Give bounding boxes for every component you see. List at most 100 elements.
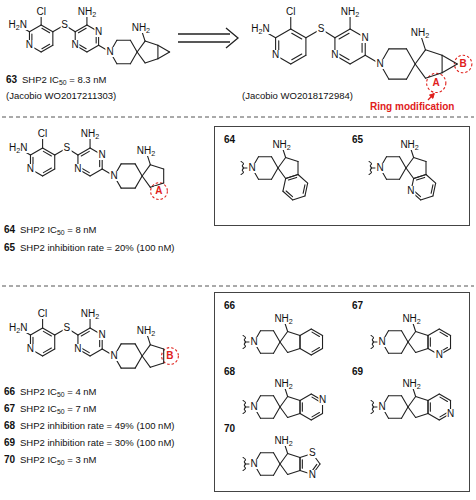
compound-number: 65 — [4, 243, 15, 253]
bond-line — [416, 414, 428, 418]
atom-label: N — [361, 33, 370, 43]
bond-line — [274, 453, 281, 464]
bond-line — [300, 394, 311, 401]
wavy-bond — [371, 401, 373, 414]
bond-line — [75, 25, 87, 32]
bond-line — [157, 45, 158, 59]
bond-line — [150, 363, 163, 367]
section-divider — [2, 286, 474, 287]
atom-label: S — [60, 20, 69, 30]
fragment-box: 64NNH265NNH2N — [214, 126, 470, 226]
bond-line — [163, 349, 164, 363]
wavy-bond — [243, 458, 245, 471]
bond-line — [278, 157, 286, 168]
bond-line — [406, 49, 415, 64]
bond-line — [261, 452, 274, 453]
atom-label: N — [406, 186, 415, 196]
bond-line — [117, 40, 130, 41]
bond-line — [135, 356, 142, 368]
bond-line — [87, 45, 99, 52]
bond-line — [416, 331, 428, 335]
bond-line — [400, 157, 407, 168]
bond-line — [440, 332, 447, 336]
bond-line — [421, 196, 433, 200]
activity-text: SHP2 IC50 = 8.3 nM — [22, 75, 106, 85]
compound-number: 66 — [4, 387, 15, 397]
atom-label: N — [25, 40, 34, 50]
bond-line — [428, 329, 439, 336]
bond-line — [137, 41, 145, 52]
bond-line — [389, 418, 402, 419]
section-divider — [2, 117, 474, 118]
atom-label: N — [26, 344, 35, 354]
atom-label: H2N — [8, 143, 28, 153]
bond-line — [300, 329, 311, 336]
annotation-arrow — [428, 94, 434, 100]
bond-line — [137, 52, 145, 63]
compound-number: 63 — [6, 75, 17, 85]
atom-label: N — [26, 164, 35, 174]
bond-line — [43, 348, 51, 353]
atom-label: NH2 — [340, 7, 360, 17]
fragment-box: 66NNH267NNH2N68NNH2N69NNH2N70NNH2SN — [214, 292, 470, 492]
atom-label: N — [94, 27, 103, 37]
bond-line — [402, 342, 409, 353]
bond-line — [442, 64, 457, 73]
bond-line — [43, 151, 51, 156]
activity-text: SHP2 IC50 = 8 nM — [20, 225, 97, 235]
bond-line — [426, 175, 436, 184]
bond-line — [312, 348, 319, 352]
atom-label: N — [249, 459, 258, 469]
atom-label: H2N — [250, 24, 270, 34]
bond-line — [427, 401, 428, 414]
atom-label: S — [63, 323, 72, 333]
ring-letter: B — [165, 351, 174, 361]
bond-line — [311, 414, 322, 421]
bond-line — [402, 407, 409, 418]
compound-number: 67 — [4, 404, 15, 414]
bond-line — [43, 349, 55, 356]
bond-line — [142, 345, 150, 356]
bond-line — [311, 349, 322, 356]
activity-text: SHP2 inhibition rate = 30% (100 nM) — [20, 438, 174, 448]
atom-label: N — [377, 337, 386, 347]
bond-line — [283, 191, 293, 200]
bond-line — [428, 414, 439, 421]
bond-line — [272, 168, 279, 179]
atom-label: N — [71, 40, 80, 50]
atom-label: N — [73, 164, 82, 174]
bond-line — [276, 29, 291, 38]
atom-label: N — [377, 402, 386, 412]
bond-line — [280, 407, 288, 418]
annotation-arrowhead — [429, 94, 434, 99]
bond-line — [43, 168, 51, 173]
bond-line — [402, 396, 409, 407]
bond-line — [30, 328, 42, 335]
bond-line — [150, 165, 163, 169]
bond-line — [299, 458, 300, 471]
atom-label: N — [308, 470, 317, 480]
bond-line — [259, 179, 272, 180]
bond-line — [41, 25, 53, 32]
bond-line — [274, 407, 281, 418]
atom-label: S — [63, 143, 72, 153]
wavy-bond — [241, 162, 243, 175]
atom-label: NH2 — [410, 28, 430, 38]
bond-line — [288, 453, 300, 457]
atom-label: NH2 — [273, 314, 293, 324]
bond-line — [389, 48, 407, 49]
bond-line — [121, 368, 135, 369]
bond-line — [416, 349, 428, 353]
bond-line — [142, 176, 150, 187]
bond-line — [299, 336, 300, 349]
bond-line — [135, 344, 142, 356]
bond-line — [299, 336, 300, 349]
bond-line — [387, 156, 400, 157]
compound-number: 70 — [4, 455, 15, 465]
ring-highlight-circle — [162, 348, 179, 365]
bond-line — [52, 32, 53, 46]
activity-text: SHP2 inhibition rate = 20% (100 nM) — [20, 243, 174, 253]
bond-line — [288, 396, 300, 400]
activity-text: SHP2 inhibition rate = 49% (100 nM) — [20, 421, 174, 431]
bond-line — [54, 335, 55, 349]
